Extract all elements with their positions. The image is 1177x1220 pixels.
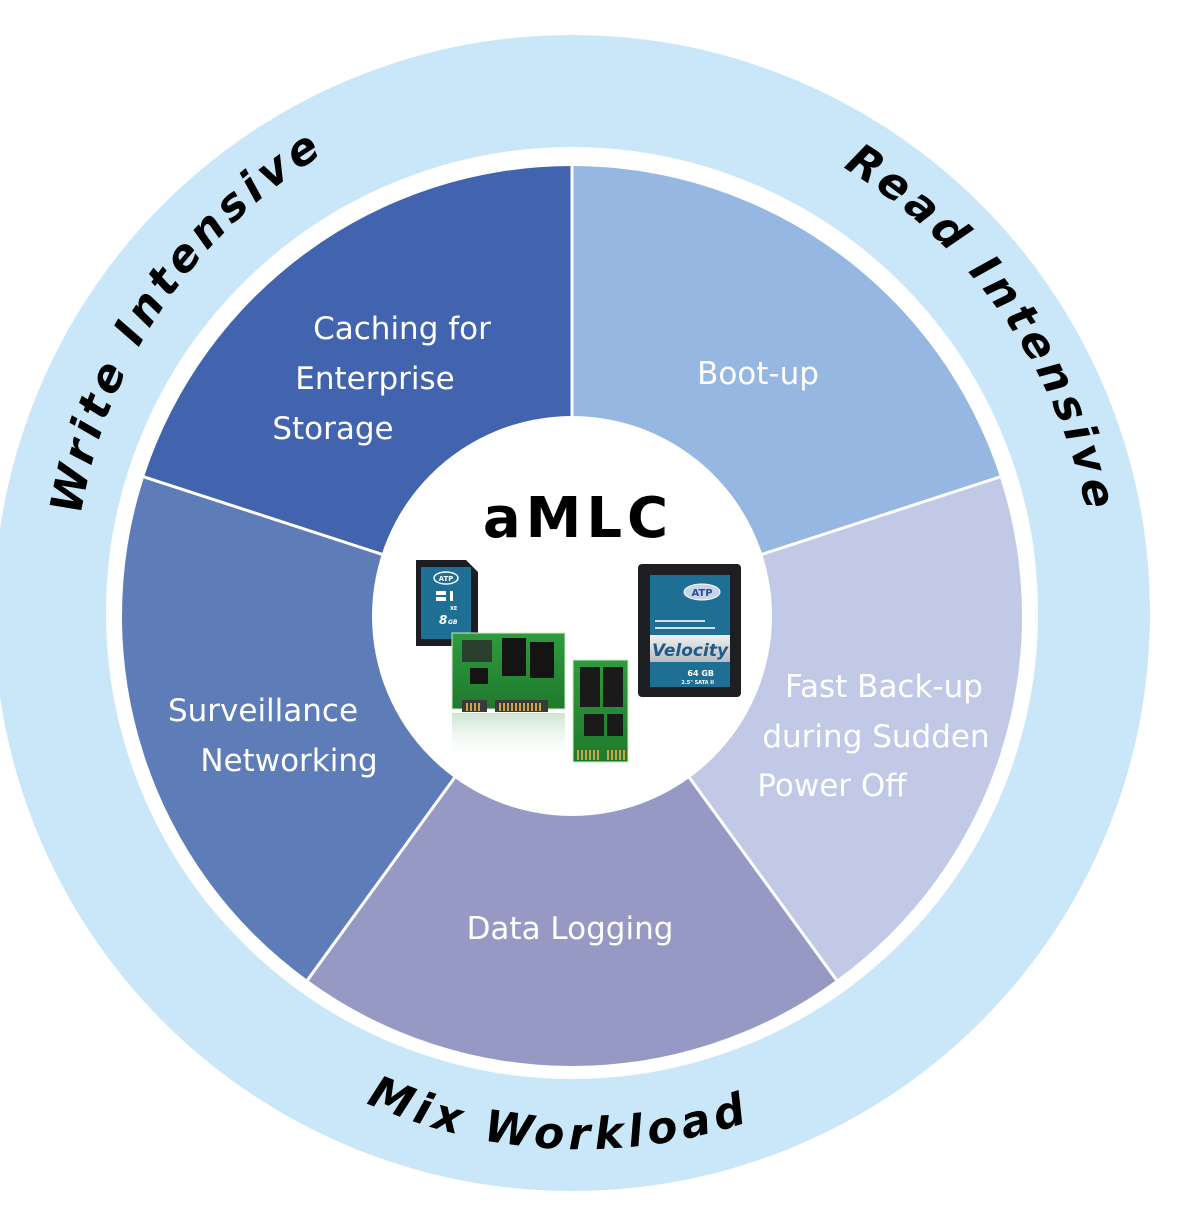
sd-grade: XE [450,606,458,612]
logging-line-1: Data Logging [467,911,674,947]
segment-divider [752,475,1001,559]
half-slim-ssd-module-icon [451,632,566,763]
surveillance-line-1: Surveillance [168,693,358,729]
caching-line-3: Storage [272,411,393,447]
sd-card-icon: ATP XE 8 GB [416,560,478,646]
dividers-group [143,166,1001,981]
ssd-interface: 2.5" SATA II [681,680,714,686]
bootup-line-1: Boot-up [697,356,819,392]
surveillance-line-2: Networking [200,743,377,779]
ssd-drive-icon: ATP Velocity 64 GB 2.5" SATA II [638,564,741,697]
segment-divider [306,768,462,981]
msata-module-icon [572,659,629,763]
segment-label-caching: Caching for Enterprise Storage [272,311,491,447]
segments-group [122,166,1022,1066]
backup-line-1: Fast Back-up [785,669,983,705]
segment-label-surveillance: Surveillance Networking [168,693,378,779]
caching-line-1: Caching for [313,311,491,347]
ssd-brand: ATP [691,588,712,599]
segment-caching [144,166,572,558]
backup-line-2: during Sudden [762,719,989,755]
sd-brand: ATP [439,575,454,583]
segment-label-data-logging: Data Logging [467,911,674,947]
segment-bootup [572,166,1000,558]
backup-line-3: Power Off [757,768,907,804]
segment-divider [682,768,838,981]
segment-logging [307,769,837,1066]
outer-category-ring [0,35,1150,1191]
ssd-series: Velocity [652,641,729,661]
sd-capacity: 8 [439,613,447,627]
segment-label-bootup: Boot-up [697,356,819,392]
caching-line-2: Enterprise [295,361,454,397]
center-title: aMLC [483,486,673,551]
segment-divider [143,475,392,559]
segment-label-backup: Fast Back-up during Sudden Power Off [757,669,989,804]
ssd-capacity: 64 GB [687,669,714,678]
sd-unit: GB [448,619,458,626]
